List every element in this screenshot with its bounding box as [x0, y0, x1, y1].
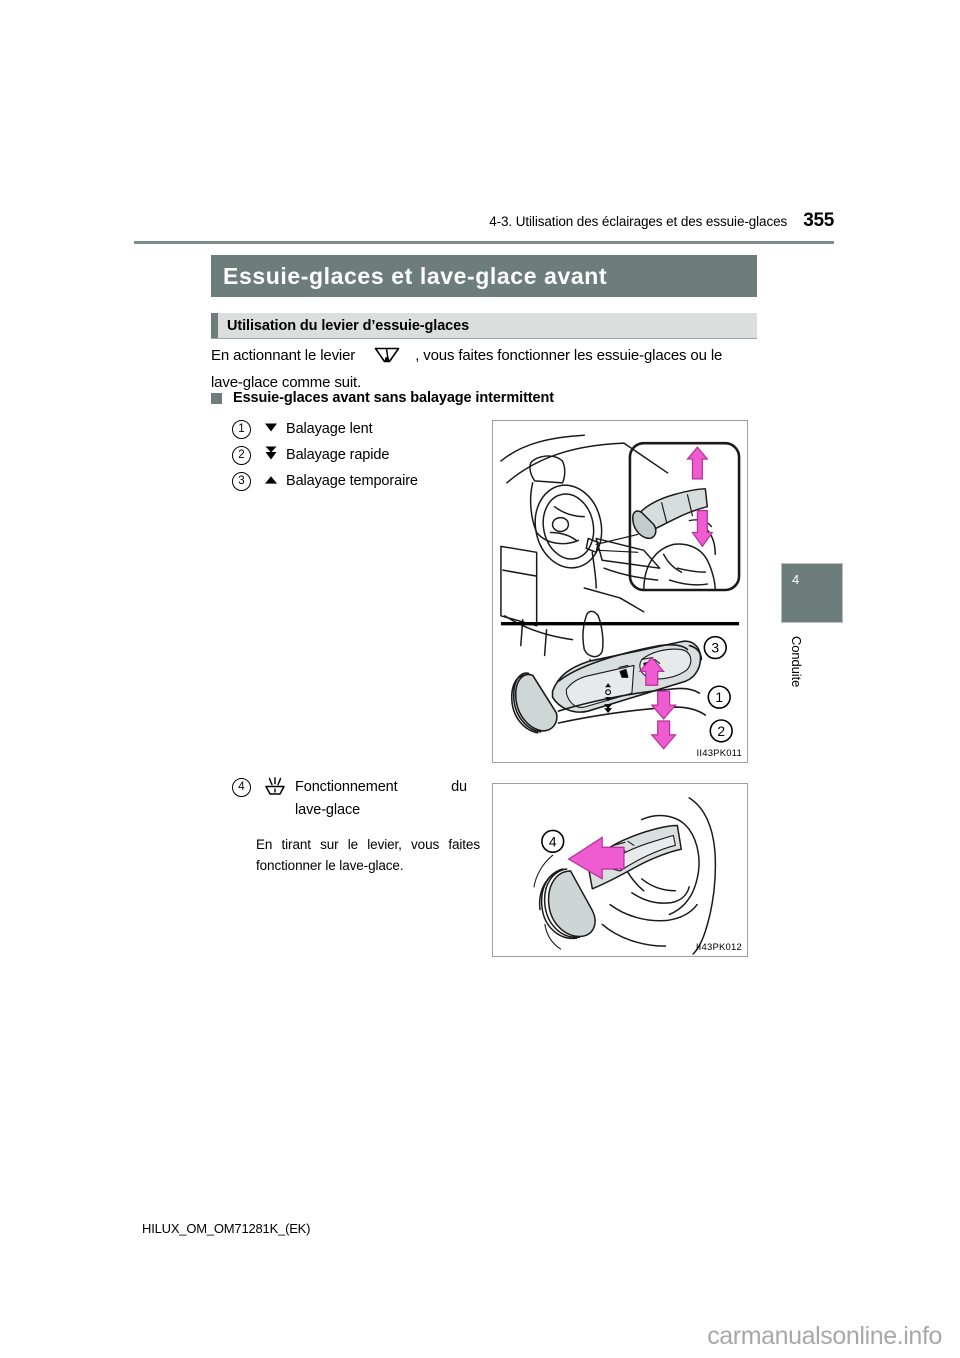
figure-callout-2	[709, 719, 733, 743]
subsection-bullet-heading: Essuie-glaces avant sans balayage interm…	[211, 390, 554, 406]
list-item: 2 Balayage rapide	[232, 442, 482, 468]
figure-callout-3	[703, 635, 727, 660]
svg-text:1: 1	[715, 689, 723, 705]
intro-text-part2: , vous faites fonctionner les essuie-gla…	[211, 347, 723, 391]
intro-paragraph: En actionnant le levier , vous faites fo…	[211, 344, 757, 394]
triangle-up-icon	[256, 472, 286, 490]
figure-code: II43PK012	[695, 942, 742, 953]
callout-number-4: 4	[232, 778, 251, 797]
figure-2-illustration: 4	[533, 797, 717, 955]
double-arrow-down-icon	[256, 445, 286, 466]
arrow-down-magenta-2	[650, 720, 677, 750]
washer-spray-icon	[255, 777, 295, 802]
arrow-down-magenta-1	[650, 690, 677, 720]
list-item: 3 Balayage temporaire	[232, 468, 482, 494]
washer-body-text: En tirant sur le levier, vous faites fon…	[256, 837, 480, 873]
figure-1-illustration: 3 1 2	[500, 434, 741, 750]
chapter-tab: 4	[781, 563, 843, 623]
svg-text:2: 2	[717, 723, 725, 739]
bullet-heading-label: Essuie-glaces avant sans balayage interm…	[233, 390, 554, 406]
section-title: Essuie-glaces et lave-glace avant	[223, 262, 608, 289]
arrow-up-magenta	[686, 446, 709, 480]
arrow-down-magenta	[691, 510, 714, 548]
callout-number-3: 3	[232, 471, 251, 491]
list-item-label: Balayage lent	[286, 421, 373, 437]
figure-callout-1	[707, 685, 731, 709]
washer-heading-label: Fonctionnement du lave-glace	[295, 776, 467, 822]
chapter-name: Conduite	[789, 636, 804, 688]
arrow-left-magenta	[567, 836, 625, 880]
bullet-square-icon	[211, 392, 222, 404]
figure-code: II43PK011	[696, 748, 742, 759]
washer-heading-row: 4 Fonctionnement du lave-glace	[232, 776, 480, 822]
subsection-accent-tab	[211, 313, 218, 338]
section-title-banner: Essuie-glaces et lave-glace avant	[211, 255, 757, 297]
page-header: 4-3. Utilisation des éclairages et des e…	[134, 210, 834, 232]
header-divider	[134, 241, 834, 244]
svg-text:3: 3	[711, 640, 719, 656]
figure-callout-4	[541, 829, 565, 853]
wiper-mode-list: 1 Balayage lent 2 Balayage rapide 3 Bala…	[232, 416, 482, 494]
arrow-down-icon	[256, 420, 286, 438]
svg-text:4: 4	[549, 833, 557, 849]
washer-operation-block: 4 Fonctionnement du lave-glace En tirant…	[232, 776, 480, 876]
washer-heading-line2: lave-glace	[295, 802, 361, 818]
windshield-wiper-icon	[373, 346, 401, 371]
document-code: HILUX_OM_OM71281K_(EK)	[142, 1221, 311, 1236]
watermark: carmanualsonline.info	[707, 1322, 942, 1350]
figure-washer-pull: 4 II43PK012	[492, 783, 748, 957]
subsection-header: Utilisation du levier d’essuie-glaces	[211, 313, 757, 339]
washer-heading-line1: Fonctionnement du	[295, 779, 467, 795]
callout-number-2: 2	[232, 445, 251, 465]
figure-wiper-lever-overview: 3 1 2 II43PK011	[492, 420, 748, 763]
intro-text-part1: En actionnant le levier	[211, 347, 356, 364]
arrow-up-magenta-lower	[638, 656, 665, 686]
list-item-label: Balayage temporaire	[286, 473, 418, 489]
list-item: 1 Balayage lent	[232, 416, 482, 442]
breadcrumb: 4-3. Utilisation des éclairages et des e…	[489, 214, 788, 229]
page-number: 355	[803, 210, 834, 231]
callout-number-1: 1	[232, 419, 251, 439]
list-item-label: Balayage rapide	[286, 447, 390, 463]
subsection-title: Utilisation du levier d’essuie-glaces	[227, 317, 470, 334]
chapter-number: 4	[792, 572, 800, 587]
